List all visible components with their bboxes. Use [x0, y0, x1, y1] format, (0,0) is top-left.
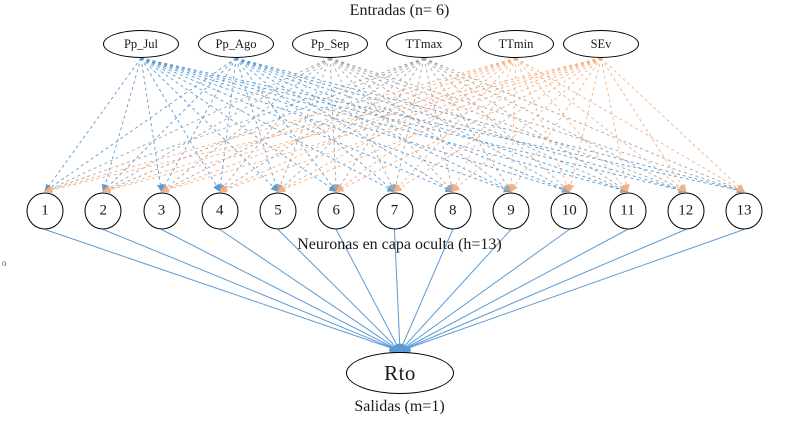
input-node-Pp_Ago: Pp_Ago: [198, 30, 274, 58]
input-to-hidden-edges: [44, 57, 745, 194]
hidden-neuron-11: 11: [609, 192, 646, 230]
hidden-layer-caption: Neuronas en capa oculta (h=13): [297, 236, 502, 253]
hidden-neuron-5: 5: [259, 192, 297, 230]
input-node-SEv: SEv: [563, 30, 639, 58]
hidden-neuron-12: 12: [667, 192, 705, 230]
input-node-Pp_Sep: Pp_Sep: [292, 30, 368, 58]
input-node-Pp_Jul: Pp_Jul: [103, 30, 179, 58]
hidden-neuron-2: 2: [84, 192, 122, 230]
hidden-neuron-13: 13: [725, 192, 763, 230]
hidden-neuron-label: 7: [390, 202, 399, 219]
hidden-neuron-label: 5: [274, 202, 282, 219]
input-node-label: Pp_Jul: [123, 36, 159, 51]
output-node-rto: Rto: [346, 352, 454, 394]
inputs-title: Entradas (n= 6): [349, 2, 450, 19]
input-node-TTmin: TTmin: [478, 30, 554, 58]
hidden-neuron-1: 1: [26, 192, 64, 230]
output-caption: Salidas (m=1): [354, 398, 445, 415]
hidden-neuron-6: 6: [317, 192, 355, 230]
hidden-neuron-label: 9: [507, 202, 515, 219]
input-node-label: Pp_Sep: [310, 36, 350, 51]
hidden-neuron-3: 3: [143, 192, 180, 230]
hidden-neuron-label: 8: [449, 202, 457, 219]
hidden-neuron-4: 4: [201, 192, 239, 230]
hidden-neuron-label: 4: [216, 202, 224, 219]
hidden-neuron-10: 10: [550, 192, 588, 230]
stray-mark: o: [2, 258, 7, 268]
hidden-neuron-label: 1: [41, 202, 49, 219]
input-node-label: TTmin: [498, 36, 534, 51]
hidden-neuron-label: 10: [561, 202, 577, 219]
input-node-label: Pp_Ago: [215, 36, 257, 51]
hidden-neuron-label: 3: [157, 202, 166, 219]
hidden-neuron-label: 11: [620, 202, 635, 219]
input-node-TTmax: TTmax: [386, 30, 462, 58]
hidden-neuron-9: 9: [492, 192, 530, 230]
hidden-neuron-label: 2: [99, 202, 108, 219]
input-node-label: SEv: [590, 36, 612, 51]
hidden-neuron-label: 6: [332, 202, 341, 219]
hidden-neuron-label: 13: [736, 202, 752, 219]
output-node-label: Rto: [384, 360, 416, 385]
hidden-neuron-label: 12: [678, 202, 694, 219]
hidden-to-output-edges: [44, 229, 745, 355]
input-node-label: TTmax: [405, 36, 443, 51]
hidden-neuron-8: 8: [434, 192, 472, 230]
hidden-neuron-7: 7: [376, 192, 413, 230]
